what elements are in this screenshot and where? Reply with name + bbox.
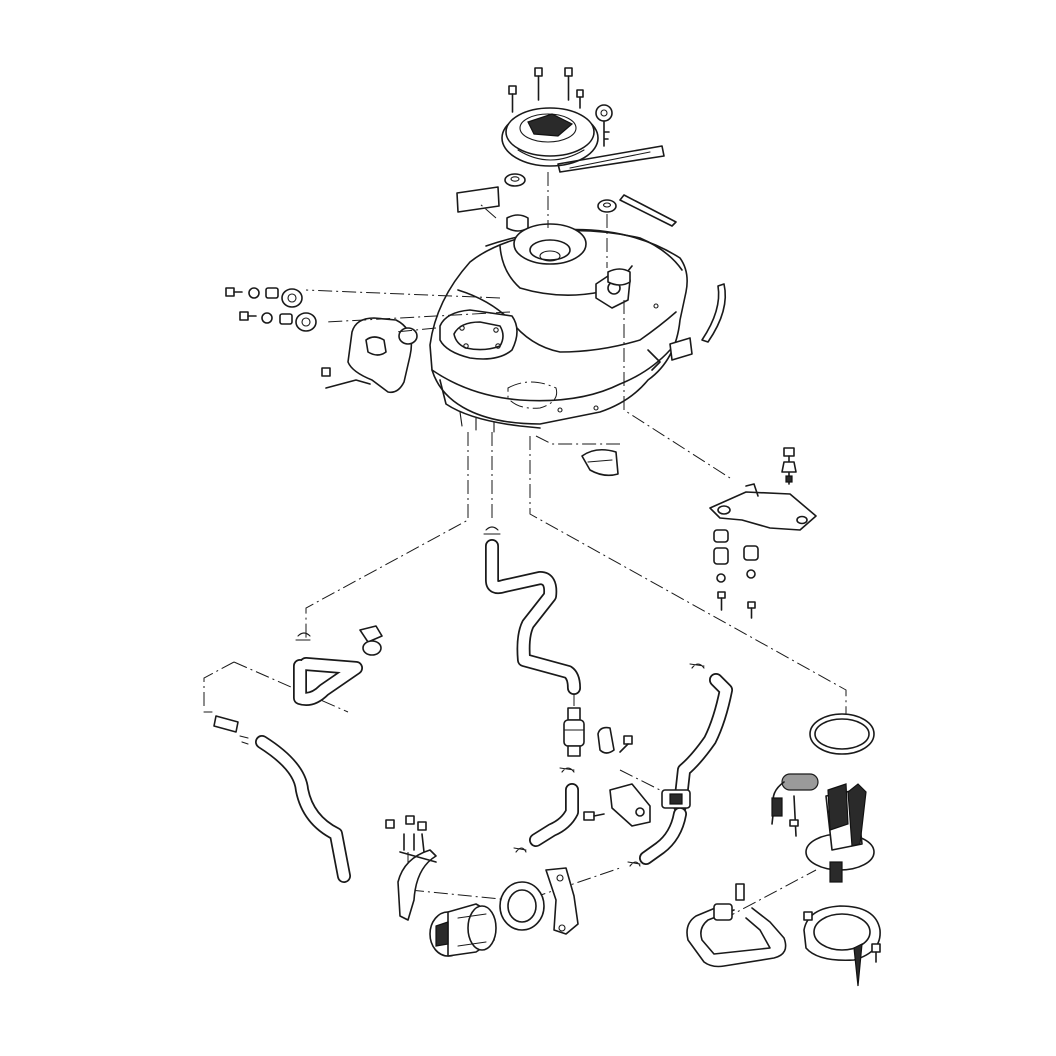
fuel-level-sender <box>771 773 875 883</box>
tank-grommets <box>504 173 631 286</box>
overflow-hose-left <box>293 625 383 706</box>
solenoid-valve-bracket <box>583 783 691 827</box>
label-plates <box>456 186 677 227</box>
vent-hose-right <box>627 663 733 867</box>
fuel-hose-lower <box>513 767 579 853</box>
fuel-pump-bracket <box>385 815 437 921</box>
fuel-filter <box>563 707 585 757</box>
front-mount-bracket <box>321 317 418 394</box>
front-bolt-set <box>225 287 317 332</box>
fuel-hose-center <box>483 526 581 695</box>
drain-tube <box>203 711 351 883</box>
heat-shield <box>581 448 619 477</box>
rear-mount-bracket <box>709 447 817 531</box>
sender-o-ring <box>809 713 875 755</box>
breather-hose-strip <box>557 145 665 173</box>
filter-clamp <box>597 726 633 754</box>
fuel-pump-mount-ring <box>499 867 579 935</box>
fuel-pump <box>429 903 497 957</box>
fuel-cap-key-icon <box>595 104 613 147</box>
fuel-cap-bolts <box>508 67 584 113</box>
reference-lines <box>203 172 847 921</box>
rear-bracket-rubbers <box>713 529 759 619</box>
sender-handle-bracket <box>686 883 787 968</box>
sender-gasket <box>803 905 881 987</box>
side-rubber-strips <box>647 283 727 371</box>
fuel-tank <box>429 223 688 433</box>
fuel-cap <box>501 107 599 167</box>
